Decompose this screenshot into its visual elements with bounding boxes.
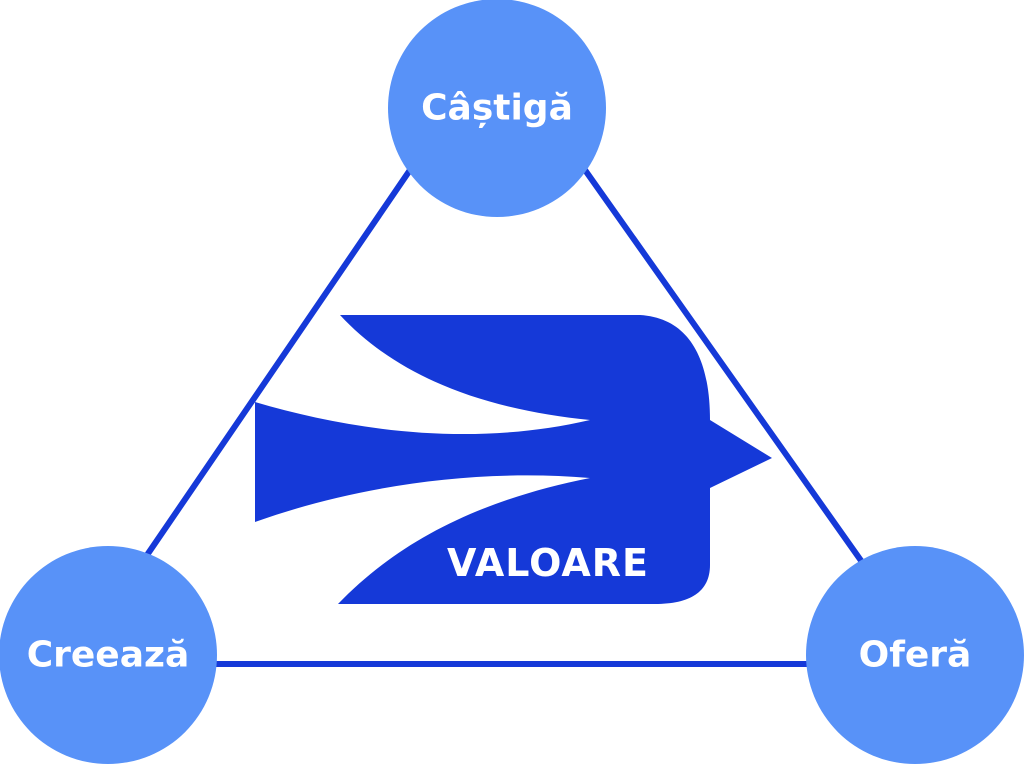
edge-top-left — [142, 167, 413, 561]
node-left-circle — [0, 546, 217, 764]
edge-top-right — [582, 167, 865, 565]
center-label: VALOARE — [447, 541, 649, 585]
bird-icon: VALOARE — [255, 315, 772, 604]
node-top-label: Câștigă — [421, 88, 573, 129]
node-top[interactable]: Câștigă — [388, 0, 606, 217]
node-left[interactable]: Creează — [0, 546, 217, 764]
triangle-edges — [142, 167, 865, 667]
node-left-label: Creează — [27, 635, 190, 676]
node-top-circle — [388, 0, 606, 217]
node-right-circle — [806, 546, 1024, 764]
node-right-label: Oferă — [859, 635, 972, 676]
node-right[interactable]: Oferă — [806, 546, 1024, 764]
